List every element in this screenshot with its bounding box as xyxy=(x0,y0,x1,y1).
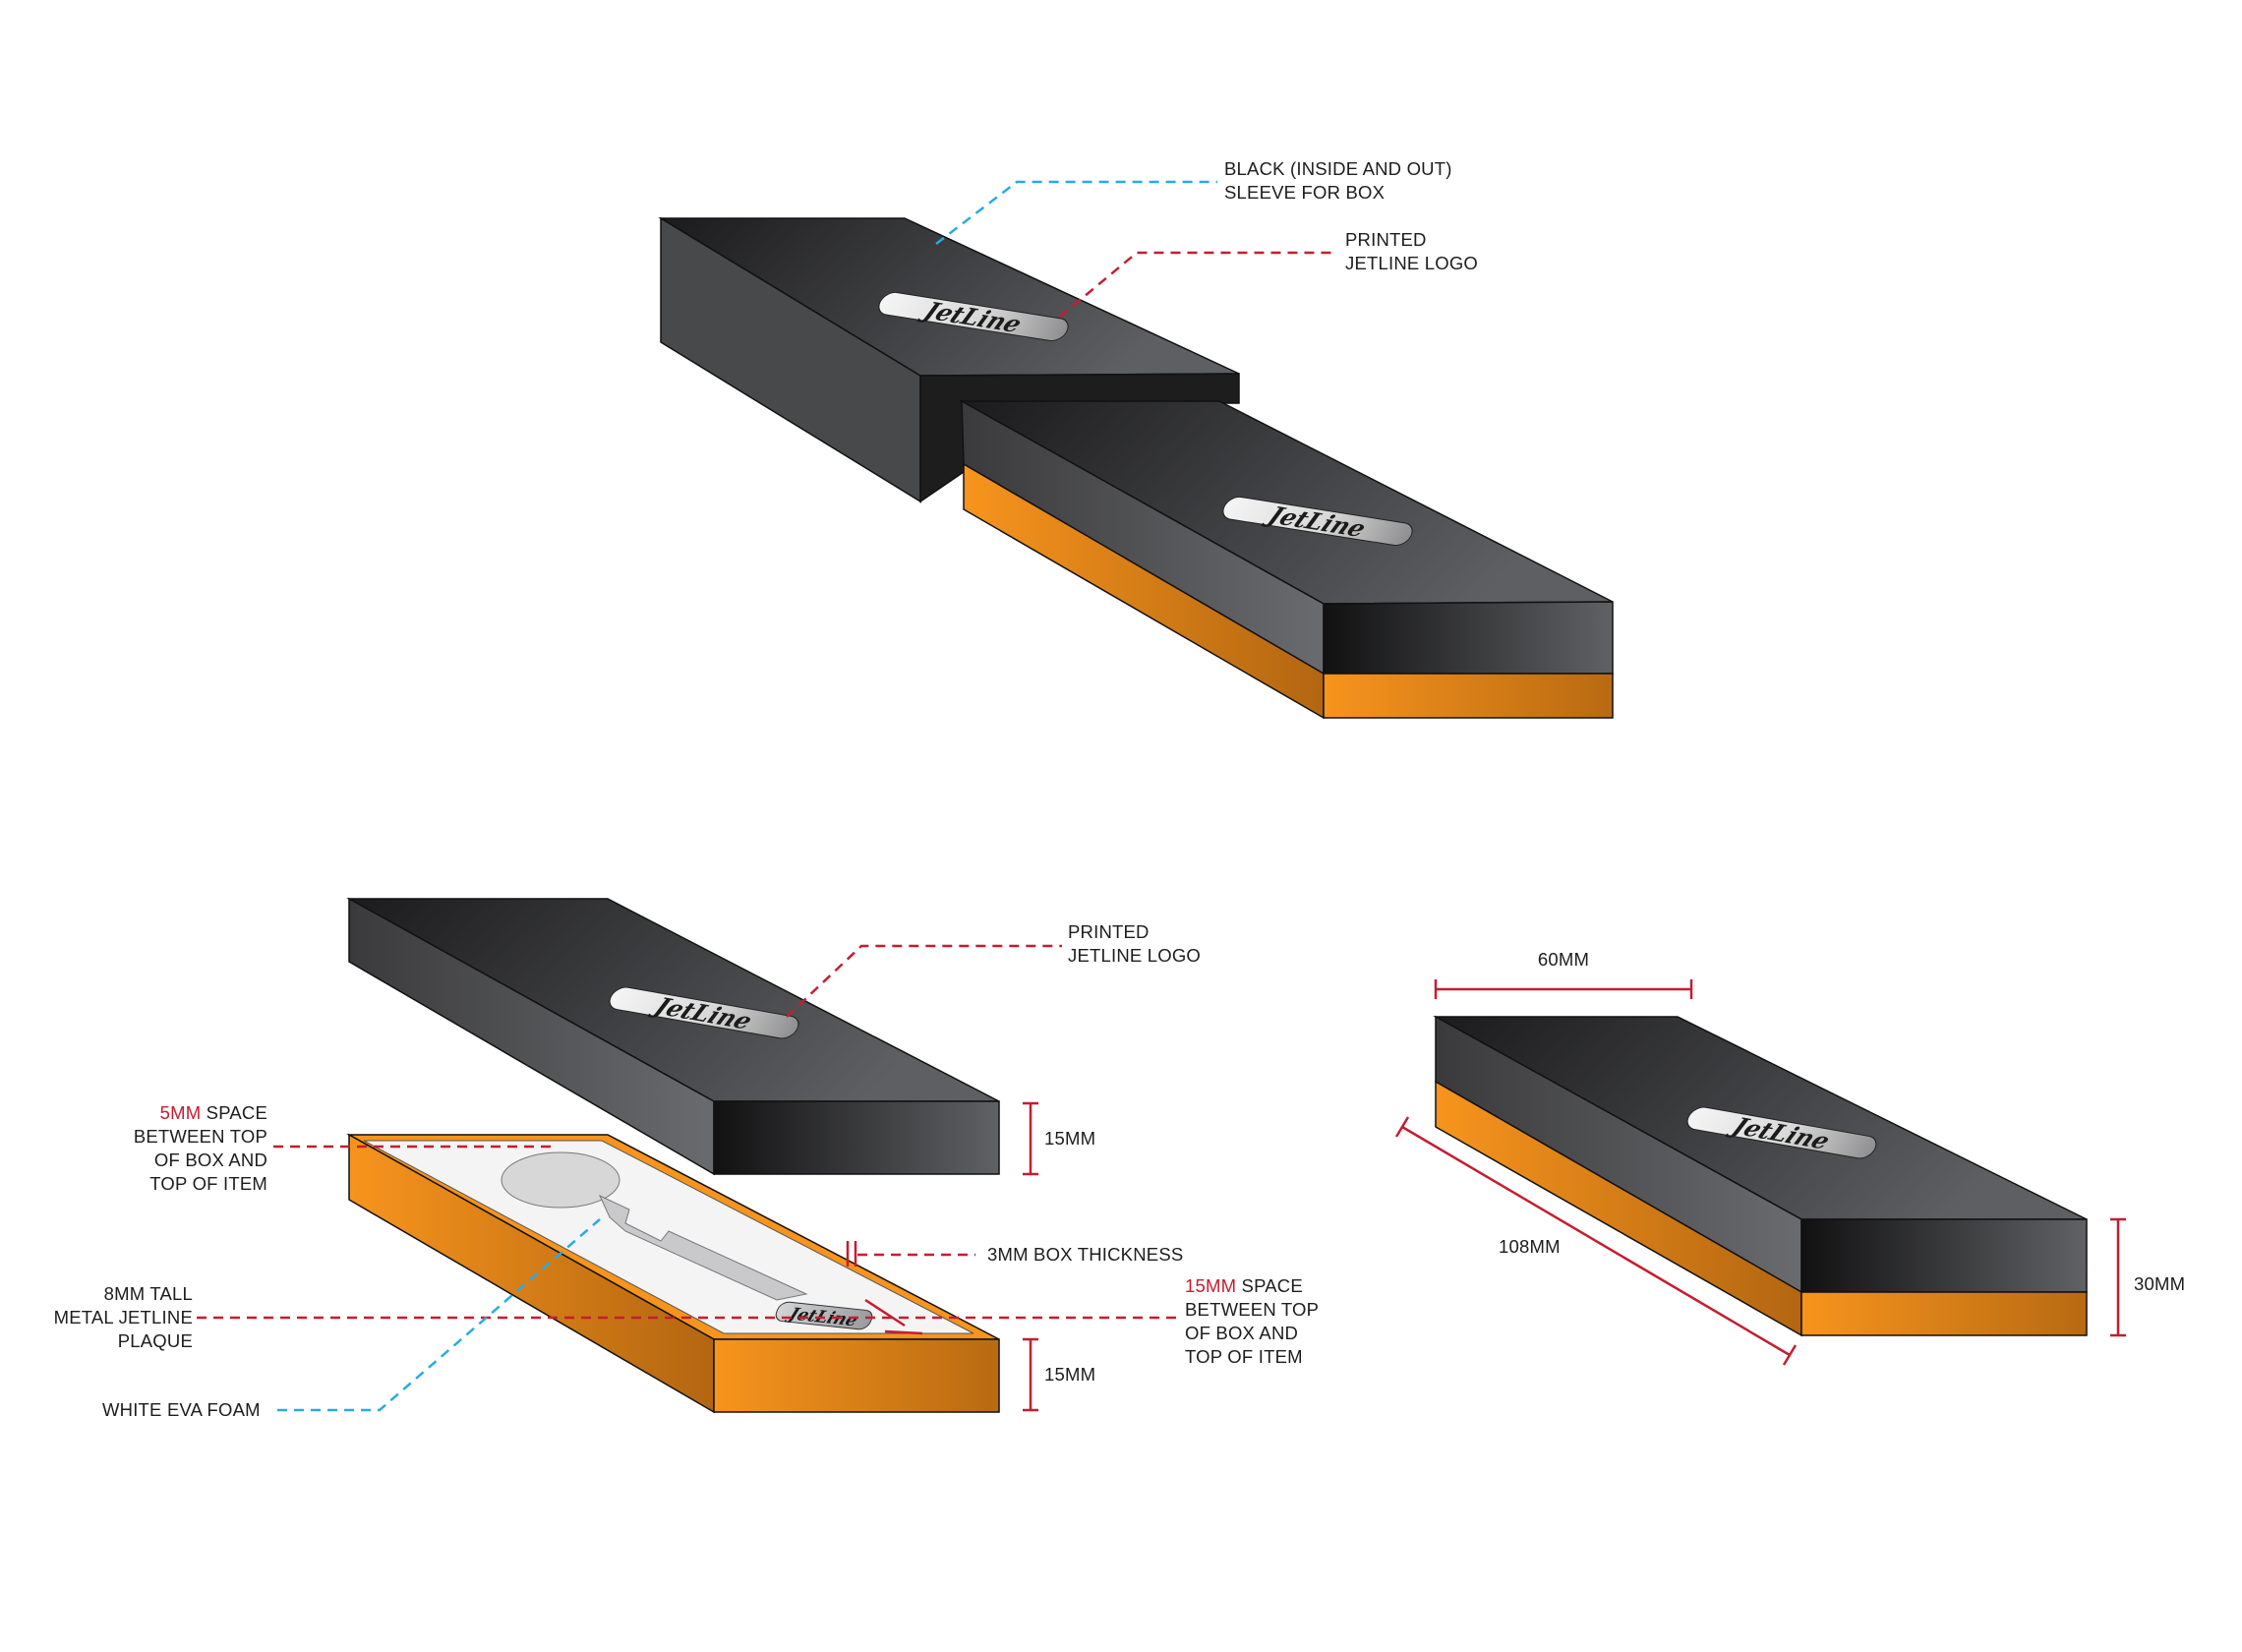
space15-line1-rest: SPACE xyxy=(1236,1275,1303,1296)
space15-line2: BETWEEN TOP xyxy=(1185,1299,1320,1320)
space15-callout-label: 15MM SPACE BETWEEN TOP OF BOX AND TOP OF… xyxy=(1185,1274,1319,1369)
plaque-line1: 8MM TALL xyxy=(103,1283,193,1304)
length-label: 108MM xyxy=(1499,1236,1561,1257)
sleeve-callout-line xyxy=(935,180,1217,245)
plaque-line2: METAL JETLINE xyxy=(53,1307,193,1328)
foam-cutout-round xyxy=(501,1151,620,1209)
space15-value: 15MM xyxy=(1185,1275,1237,1296)
plaque-callout-label: 8MM TALL METAL JETLINE PLAQUE xyxy=(39,1282,193,1353)
space5-line1-rest: SPACE xyxy=(201,1102,267,1123)
logo-mid-callout-label: PRINTED JETLINE LOGO xyxy=(1068,920,1201,968)
exploded-lid: JetLine xyxy=(346,897,1000,1176)
length-dimension xyxy=(1394,1116,1798,1366)
closed-tray-front xyxy=(1800,1291,2088,1336)
width-dimension xyxy=(1434,979,1693,999)
foam-callout-line xyxy=(277,1218,601,1412)
space15-line4: TOP OF ITEM xyxy=(1185,1346,1303,1367)
sleeve-callout-label: BLACK (INSIDE AND OUT) SLEEVE FOR BOX xyxy=(1224,157,1452,205)
space5-callout-label: 5MM SPACE BETWEEN TOP OF BOX AND TOP OF … xyxy=(128,1101,267,1196)
tray-height-dimension xyxy=(1023,1337,1038,1412)
space5-line3: OF BOX AND xyxy=(153,1150,267,1170)
plaque-line3: PLAQUE xyxy=(117,1330,193,1351)
total-height-label: 30MM xyxy=(2134,1273,2186,1294)
sleeve-label-line1: BLACK (INSIDE AND OUT) xyxy=(1224,158,1452,179)
lid-height-label: 15MM xyxy=(1044,1128,1096,1149)
lid-front-face xyxy=(713,1100,1000,1175)
inner-box-logo: JetLine xyxy=(1222,496,1413,547)
logo-top-label-line1: PRINTED xyxy=(1345,229,1427,250)
space5-line2: BETWEEN TOP xyxy=(133,1126,267,1147)
box-thickness-label: 3MM BOX THICKNESS xyxy=(987,1244,1184,1265)
space15-line3: OF BOX AND xyxy=(1185,1323,1299,1343)
sleeve-assembly: JetLine JetLine xyxy=(658,216,1614,720)
inner-box-lid-front xyxy=(1323,601,1614,675)
logo-top-callout-line xyxy=(1059,251,1337,318)
exploded-tray: JetLine xyxy=(346,1133,1000,1414)
logo-top-label-line2: JETLINE LOGO xyxy=(1345,253,1479,273)
width-label: 60MM xyxy=(1537,949,1590,970)
sleeve-label-line2: SLEEVE FOR BOX xyxy=(1224,182,1386,203)
logo-mid-label-line2: JETLINE LOGO xyxy=(1068,945,1202,966)
total-height-dimension xyxy=(2110,1217,2126,1337)
logo-top-callout-label: PRINTED JETLINE LOGO xyxy=(1345,228,1478,275)
logo-mid-label-line1: PRINTED xyxy=(1068,921,1150,942)
lid-height-dimension xyxy=(1023,1101,1038,1176)
foam-cutout-handle xyxy=(598,1194,808,1301)
closed-box: JetLine xyxy=(1433,1015,2088,1337)
tray-front-face xyxy=(713,1338,1000,1413)
inner-box-tray-front xyxy=(1323,673,1614,719)
space5-value: 5MM xyxy=(159,1102,202,1123)
foam-callout-label: WHITE EVA FOAM xyxy=(102,1399,261,1420)
logo-mid-callout-line xyxy=(786,944,1062,1018)
space5-line4: TOP OF ITEM xyxy=(149,1173,267,1194)
tray-height-label: 15MM xyxy=(1044,1364,1096,1385)
closed-lid-front xyxy=(1800,1218,2088,1293)
